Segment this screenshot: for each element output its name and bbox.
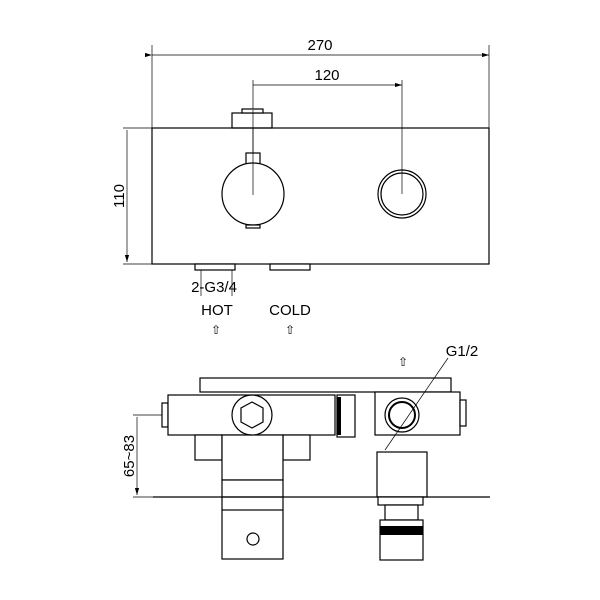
dimension-width: 270: [307, 37, 332, 54]
dimension-spacing: 120: [314, 67, 339, 84]
outlet-port: [384, 397, 420, 433]
diverter-knob: [377, 169, 427, 219]
mounting-plate: [199, 377, 452, 393]
hot-arrow-icon: ⇧: [211, 323, 221, 337]
top-fitting: [231, 112, 273, 129]
outlet-leader: [384, 357, 449, 451]
diverter-column: [376, 451, 428, 498]
hex-plug: [231, 394, 273, 436]
dimension-depth: 65~83: [121, 435, 138, 477]
dimension-height: 110: [111, 184, 128, 208]
hex-icon: [240, 401, 264, 429]
cold-inlet: [269, 263, 311, 271]
valve-body-right: [374, 391, 461, 436]
hot-inlet: [194, 263, 236, 271]
inlet-thread-label: 2-G3/4: [191, 279, 237, 296]
cover-plate: [151, 127, 490, 265]
thermostat-cartridge: [221, 509, 284, 560]
cold-label: COLD: [269, 302, 311, 319]
side-view: ⇧ G1/2 65~83: [121, 343, 490, 561]
outlet-thread-label: G1/2: [446, 343, 479, 360]
hot-label: HOT: [201, 302, 233, 319]
outlet-arrow-icon: ⇧: [398, 355, 408, 369]
front-view: 270 120 110 2-G3/4 HOT COLD ⇧ ⇧: [111, 37, 490, 337]
valve-column: [221, 434, 284, 481]
cold-arrow-icon: ⇧: [285, 323, 295, 337]
